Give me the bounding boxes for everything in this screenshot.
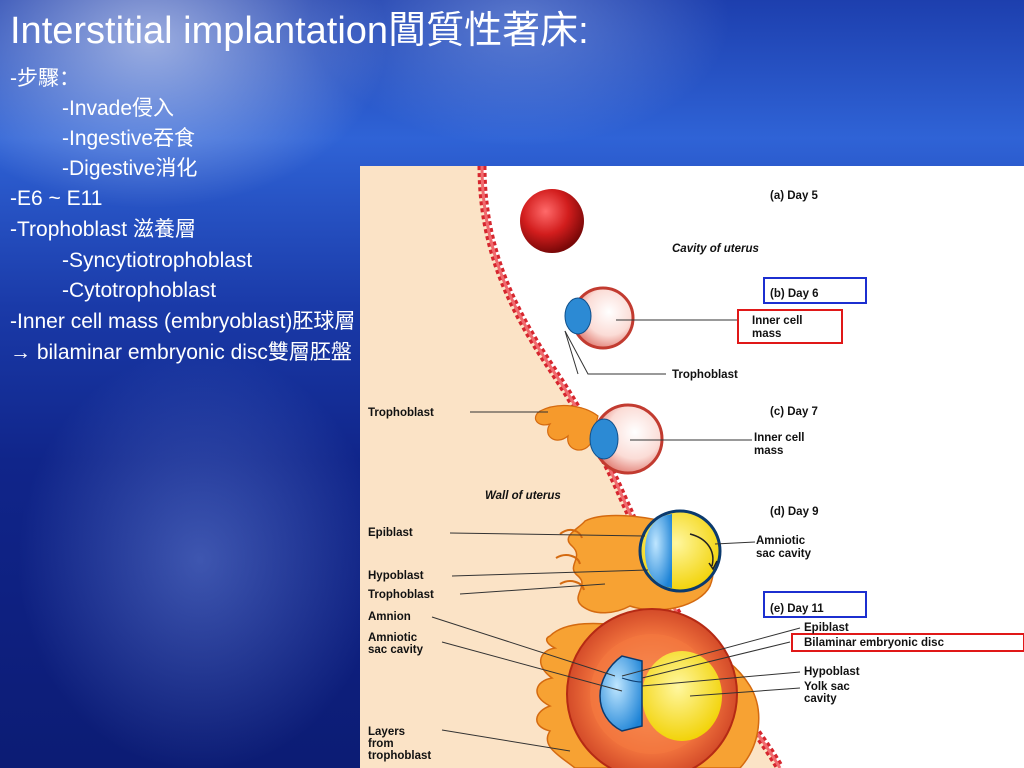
highlight-box-day6 [763,277,867,304]
bilaminar-e-label: Bilaminar embryonic disc [804,637,945,649]
bullet-ingestive: -Ingestive吞食 [62,127,196,150]
trophoblast-b-label: Trophoblast [672,369,738,381]
highlight-box-day11 [763,591,867,618]
bullet-invade: -Invade侵入 [62,97,175,120]
stage-b-label: (b) Day 6 [770,288,819,300]
icm-c-line2: mass [754,445,783,457]
layers-line3: trophoblast [368,750,431,762]
highlight-box-icm [737,309,843,344]
cavity-of-uterus-label: Cavity of uterus [672,243,759,255]
bullet-e6-e11: -E6 ~ E11 [10,187,103,210]
epiblast-d-label: Epiblast [368,527,413,539]
slide-title: Interstitial implantation閶質性著床: [10,10,589,52]
layers-line1: Layers [368,726,405,738]
icm-b-line1: Inner cell [752,315,803,327]
implantation-diagram: (a) Day 5 Cavity of uterus (b) Day 6 Inn… [360,166,1024,768]
icm-b-line2: mass [752,328,781,340]
amniotic-d-line1: Amniotic [756,535,806,547]
stage-a-label: (a) Day 5 [770,190,819,202]
amniotic-d-line2: sac cavity [756,548,812,560]
amniotic-e-line1: Amniotic [368,632,418,644]
amnion-e-label: Amnion [368,611,411,623]
stage-c-label: (c) Day 7 [770,406,818,418]
epiblast-e-label: Epiblast [804,622,849,634]
amniotic-e-line2: sac cavity [368,644,424,656]
yolk-e-line2: cavity [804,693,837,705]
invading-trophoblast-day7 [535,405,599,451]
bullet-trophoblast: -Trophoblast 滋養層 [10,218,196,241]
trophoblast-c-label: Trophoblast [368,407,434,419]
bullet-cyto: -Cytotrophoblast [62,279,217,302]
wall-of-uterus-label: Wall of uterus [485,490,561,502]
hypoblast-d-label: Hypoblast [368,570,424,582]
bullet-digestive: -Digestive消化 [62,157,198,180]
bullet-steps: -步驟： [10,67,80,90]
layers-line2: from [368,738,394,750]
implantation-illustration: (a) Day 5 Cavity of uterus (b) Day 6 Inn… [360,166,1024,768]
yolk-e-line1: Yolk sac [804,681,850,693]
leader-lines [431,319,801,752]
stage-d-label: (d) Day 9 [770,506,819,518]
hypoblast-e-label: Hypoblast [804,666,860,678]
icm-c-line1: Inner cell [754,432,805,444]
trophoblast-d-label: Trophoblast [368,589,434,601]
bullet-bilaminar: → bilaminar embryonic disc雙層胚盤 [10,341,352,364]
bullet-syncytio: -Syncytiotrophoblast [62,249,253,272]
bullet-inner-cell-mass: -Inner cell mass (embryoblast)胚球層 [10,310,356,333]
blastocyst-day5 [520,189,584,253]
stage-e-label: (e) Day 11 [770,603,824,615]
highlight-box-bilaminar [791,633,1024,652]
